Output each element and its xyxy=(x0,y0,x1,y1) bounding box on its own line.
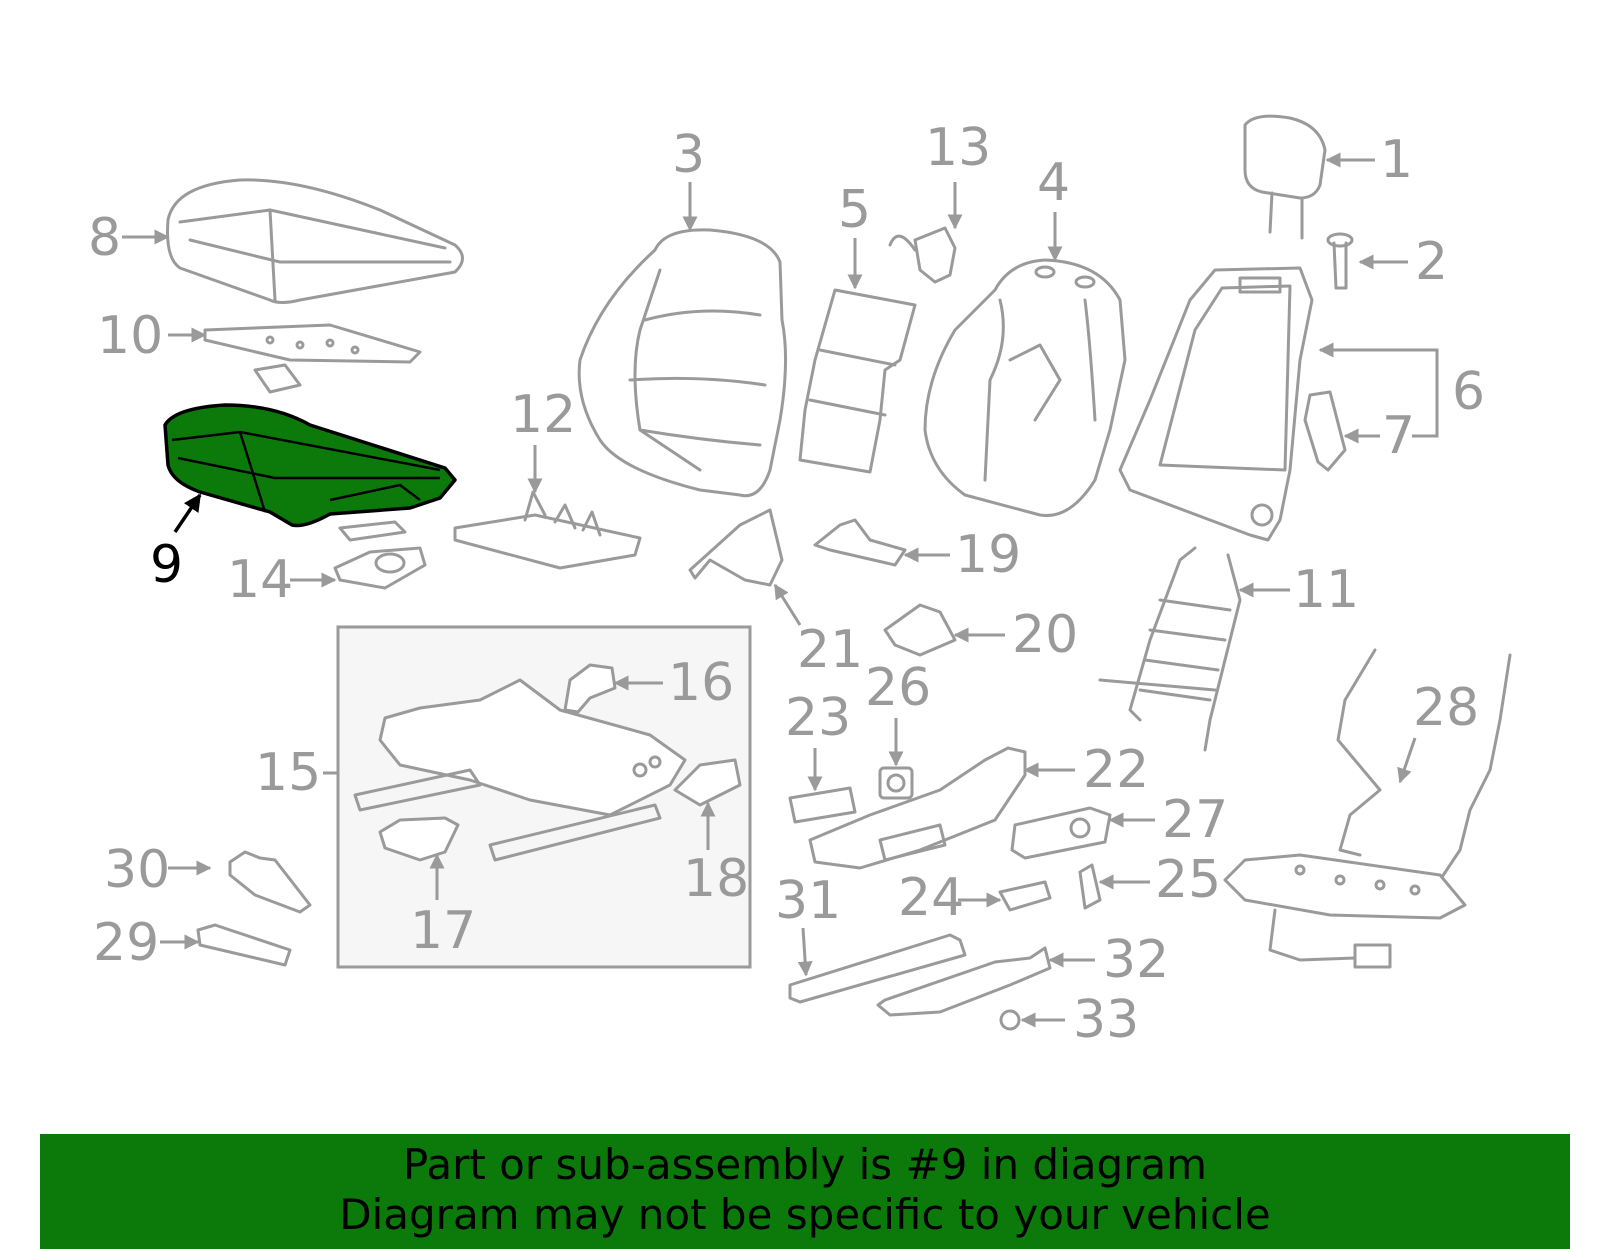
callout-12: 12 xyxy=(510,385,576,445)
part-1-headrest[interactable] xyxy=(1243,114,1327,240)
part-20-clip[interactable] xyxy=(883,603,957,657)
callout-5: 5 xyxy=(838,180,871,240)
part-12-rail-bracket[interactable] xyxy=(453,490,642,570)
part-31-track-cover[interactable] xyxy=(788,933,967,1004)
part-2-headrest-guide[interactable] xyxy=(1326,232,1354,290)
callout-10: 10 xyxy=(97,306,163,366)
part-18-motor[interactable] xyxy=(673,758,742,807)
part-30-bracket[interactable] xyxy=(228,850,312,914)
part-21-trim[interactable] xyxy=(688,508,784,587)
part-3-seatback-cover[interactable] xyxy=(577,228,788,498)
callout-18: 18 xyxy=(683,849,749,909)
part-14-bracket[interactable] xyxy=(333,520,427,590)
callout-33: 33 xyxy=(1073,990,1139,1050)
callout-21: 21 xyxy=(797,620,863,680)
callout-6: 6 xyxy=(1452,362,1485,422)
callout-16: 16 xyxy=(668,653,734,713)
callout-32: 32 xyxy=(1103,930,1169,990)
info-banner: Part or sub-assembly is #9 in diagram Di… xyxy=(40,1134,1570,1249)
part-4-seatback-pad[interactable] xyxy=(923,258,1127,518)
banner-line-1: Part or sub-assembly is #9 in diagram xyxy=(402,1140,1208,1189)
callout-31: 31 xyxy=(775,871,841,931)
part-9-cushion-pad[interactable] xyxy=(163,403,457,528)
part-26-knob[interactable] xyxy=(878,766,914,800)
callout-2: 2 xyxy=(1415,232,1448,292)
part-25-cover[interactable] xyxy=(1078,863,1102,910)
callout-23: 23 xyxy=(785,688,851,748)
part-28-wiring-harness[interactable] xyxy=(1223,648,1512,969)
part-27-switch[interactable] xyxy=(1010,806,1112,860)
callout-29: 29 xyxy=(93,913,159,973)
callout-26: 26 xyxy=(865,658,931,718)
part-6-seatback-frame[interactable] xyxy=(1118,266,1314,542)
callout-1: 1 xyxy=(1380,130,1413,190)
callout-labels: 1 2 3 4 5 6 7 8 9 10 11 12 13 14 15 16 1… xyxy=(88,118,1485,1050)
part-17-bracket[interactable] xyxy=(378,816,460,862)
callout-30: 30 xyxy=(104,840,170,900)
part-23-switch[interactable] xyxy=(788,786,857,824)
part-32-track-cover[interactable] xyxy=(876,946,1052,1017)
callout-3: 3 xyxy=(672,125,705,185)
callout-15: 15 xyxy=(255,743,321,803)
part-24-knob[interactable] xyxy=(998,880,1052,912)
part-15-adjuster-box[interactable] xyxy=(336,625,752,969)
callout-20: 20 xyxy=(1012,605,1078,665)
part-16-bracket[interactable] xyxy=(563,663,617,714)
callout-22: 22 xyxy=(1083,740,1149,800)
part-11-lumbar-frame[interactable] xyxy=(1098,546,1242,752)
callout-25: 25 xyxy=(1155,850,1221,910)
callout-14: 14 xyxy=(227,550,293,610)
leader-lines xyxy=(122,152,1439,1028)
part-7-recliner-motor[interactable] xyxy=(1303,390,1347,472)
part-29-cover[interactable] xyxy=(196,923,292,967)
callout-9: 9 xyxy=(150,535,183,595)
callout-11: 11 xyxy=(1293,560,1359,620)
callout-13: 13 xyxy=(925,118,991,178)
banner-line-2: Diagram may not be specific to your vehi… xyxy=(339,1190,1271,1239)
callout-27: 27 xyxy=(1162,790,1228,850)
callout-4: 4 xyxy=(1037,153,1070,213)
callout-24: 24 xyxy=(898,868,964,928)
callout-7: 7 xyxy=(1382,406,1415,466)
callout-8: 8 xyxy=(88,208,121,268)
callout-28: 28 xyxy=(1413,678,1479,738)
part-8-cushion-cover[interactable] xyxy=(166,178,464,304)
parts-diagram: 1 2 3 4 5 6 7 8 9 10 11 12 13 14 15 16 1… xyxy=(88,114,1512,1050)
part-19-cover[interactable] xyxy=(813,518,907,567)
part-10-seat-pan[interactable] xyxy=(203,323,422,394)
part-13-lumbar[interactable] xyxy=(888,226,957,284)
part-33-clip[interactable] xyxy=(999,1009,1021,1031)
callout-19: 19 xyxy=(955,525,1021,585)
part-5-back-pad[interactable] xyxy=(798,288,917,474)
callout-17: 17 xyxy=(410,901,476,961)
